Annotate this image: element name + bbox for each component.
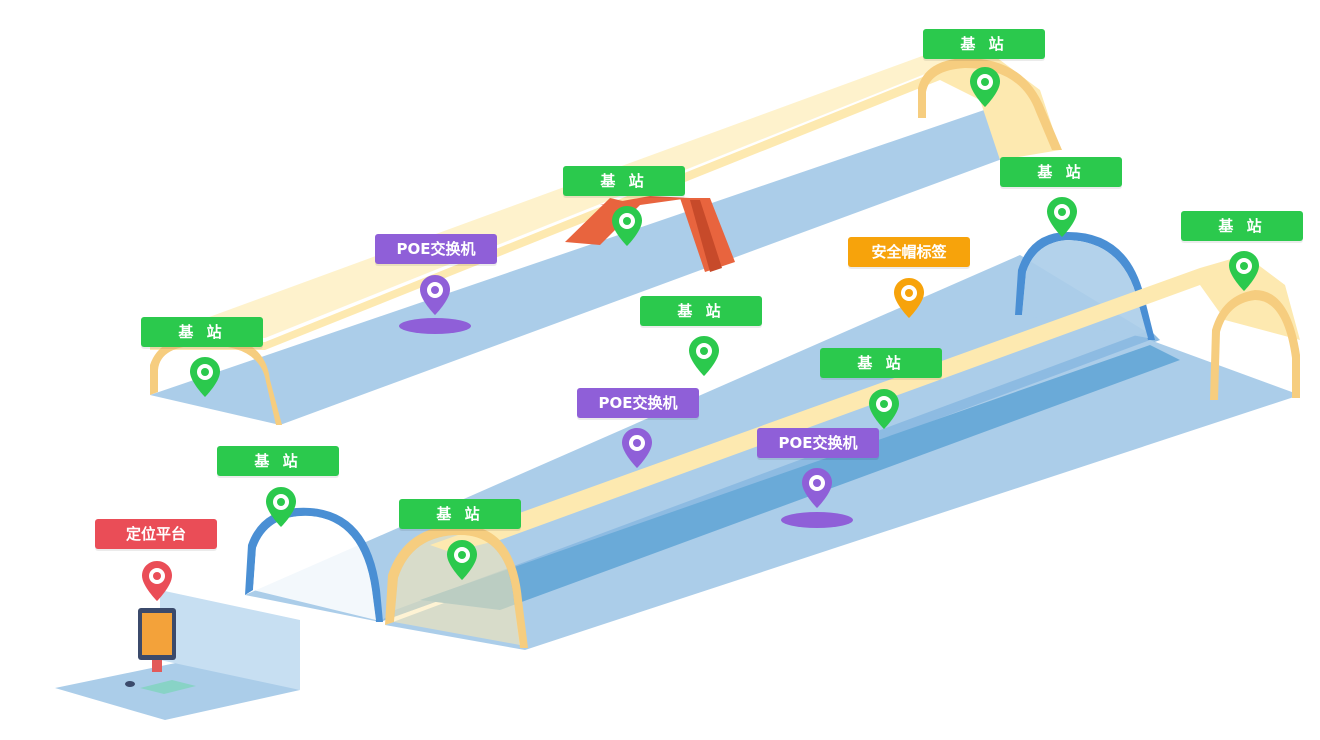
location-pin-icon	[612, 206, 642, 246]
base-station-label: 基 站	[820, 348, 942, 378]
location-pin-icon	[689, 336, 719, 376]
poe-switch-label: POE交换机	[757, 428, 879, 458]
base-station-label: 基 站	[563, 166, 685, 196]
poe-switch-label: POE交换机	[577, 388, 699, 418]
location-pin-icon	[802, 468, 832, 508]
base-station-label: 基 站	[399, 499, 521, 529]
poe-switch-1-base	[399, 318, 471, 334]
tunnel-3-front-arch-inner	[394, 535, 520, 645]
bridge-right-leg-shade	[690, 200, 722, 272]
platform-wall	[160, 590, 300, 690]
computer-keyboard	[140, 680, 196, 694]
positioning-platform	[55, 590, 300, 720]
location-pin-icon	[266, 487, 296, 527]
location-pin-icon	[622, 428, 652, 468]
base-station-label: 基 站	[1000, 157, 1122, 187]
location-pin-icon	[142, 561, 172, 601]
base-station-label: 基 站	[923, 29, 1045, 59]
bridge-top	[600, 196, 690, 205]
tunnel-1-far-arch	[918, 58, 1062, 150]
tunnel-3-floor	[385, 340, 1300, 650]
base-station-label: 基 站	[141, 317, 263, 347]
location-pin-icon	[1047, 197, 1077, 237]
computer-mouse	[125, 681, 135, 687]
tunnel-1-roof	[150, 45, 1060, 350]
computer-stand	[152, 660, 162, 672]
computer-screen	[142, 613, 172, 655]
location-pin-icon	[190, 357, 220, 397]
location-pin-icon	[420, 275, 450, 315]
positioning-platform-label: 定位平台	[95, 519, 217, 549]
tunnel-2-front-arch-fill	[253, 515, 376, 620]
poe-switch-3-base	[781, 512, 853, 528]
tunnel-2-far-arch	[1015, 232, 1155, 340]
location-pin-icon	[1229, 251, 1259, 291]
location-pin-icon	[970, 67, 1000, 107]
tunnel-3-roof	[430, 255, 1300, 552]
location-pin-icon	[447, 540, 477, 580]
base-station-label: 基 站	[217, 446, 339, 476]
base-station-label: 基 站	[640, 296, 762, 326]
poe-switch-label: POE交换机	[375, 234, 497, 264]
helmet-tag-label: 安全帽标签	[848, 237, 970, 267]
base-station-label: 基 站	[1181, 211, 1303, 241]
tunnel-1-floor	[150, 108, 1040, 425]
tunnel-3-channel	[420, 345, 1180, 610]
tunnel-3	[385, 255, 1300, 650]
location-pin-icon	[894, 278, 924, 318]
location-pin-icon	[869, 389, 899, 429]
